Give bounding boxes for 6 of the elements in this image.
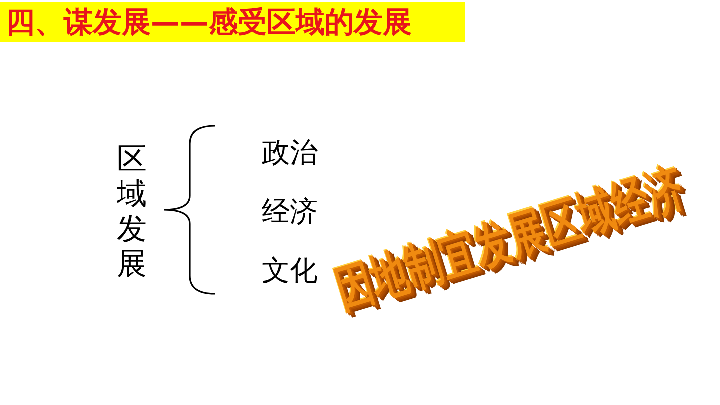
vertical-heading: 区域发展 [117, 142, 148, 282]
title-banner: 四、谋发展——感受区域的发展 [0, 2, 465, 42]
wordart-slogan: 因地制宜发展区域经济 [328, 158, 692, 322]
list-item: 经济 [262, 194, 318, 230]
list-item: 文化 [262, 253, 318, 289]
list-item: 政治 [262, 135, 318, 171]
